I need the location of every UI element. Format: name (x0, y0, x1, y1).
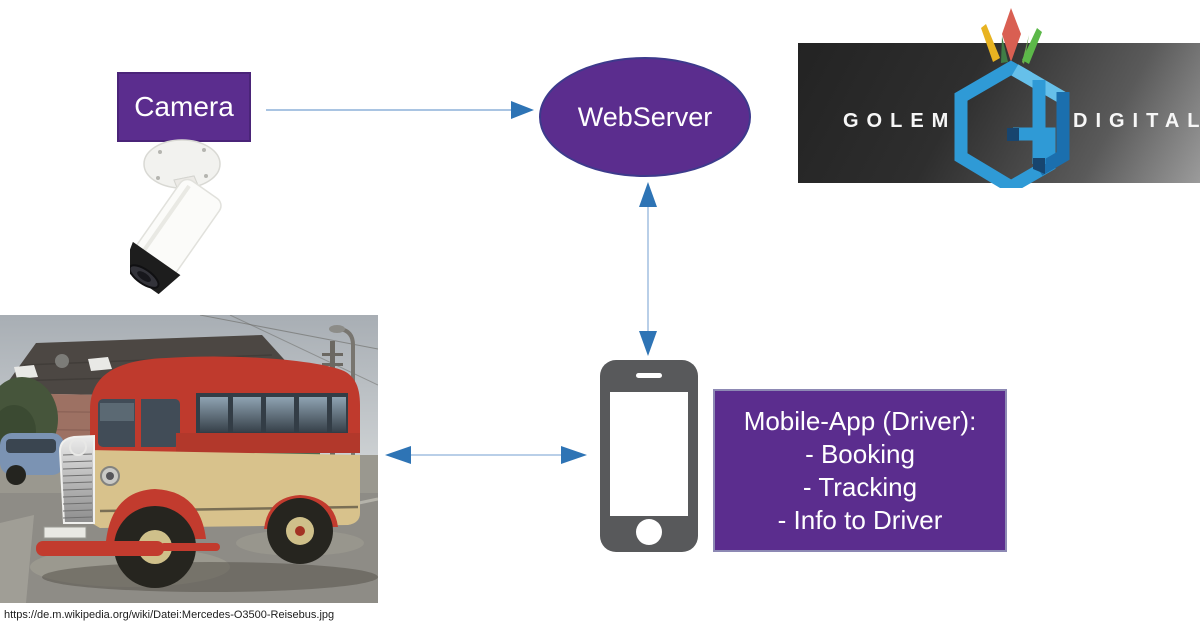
mobile-app-title: Mobile-App (Driver): (743, 405, 977, 436)
logo-word-golem: GOLEM (843, 110, 957, 132)
webserver-node: WebServer (539, 57, 751, 177)
camera-node-label: Camera (134, 91, 234, 122)
webserver-to-phone-arrow (639, 182, 657, 356)
webserver-node-label: WebServer (577, 101, 713, 132)
mobile-app-feature-info: - Info to Driver (777, 504, 943, 535)
bus-photo (0, 315, 378, 603)
golem-digital-cube-logo (954, 8, 1070, 188)
logo-word-digital: DIGITAL (1073, 110, 1200, 132)
golem-digital-banner: GOLEM DIGITAL (798, 43, 1200, 183)
camera-node: Camera (117, 72, 251, 142)
smartphone-icon (600, 360, 698, 552)
mobile-app-feature-tracking: - Tracking (802, 471, 918, 502)
bus-to-phone-arrow (385, 446, 587, 464)
image-attribution-url: https://de.m.wikipedia.org/wiki/Datei:Me… (4, 609, 335, 621)
mobile-app-node: Mobile-App (Driver): - Booking - Trackin… (713, 389, 1007, 552)
camera-to-webserver-arrow (266, 101, 534, 119)
security-camera-icon (130, 139, 222, 295)
mobile-app-feature-booking: - Booking (805, 438, 915, 469)
